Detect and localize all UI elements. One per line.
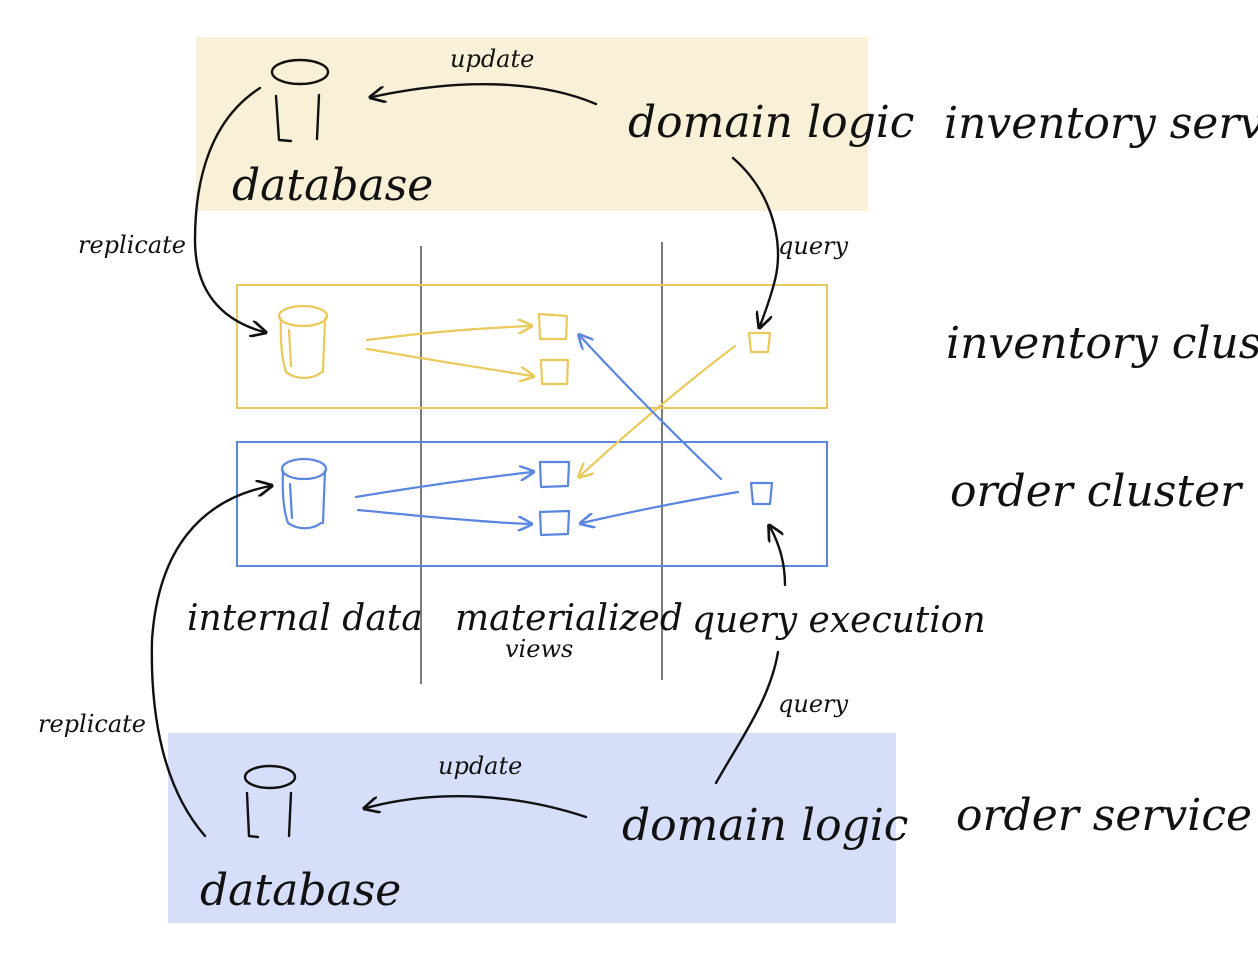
inventory-service-name: inventory service [944,98,1258,149]
query-execution-to-order-query-arrow [770,527,787,587]
inventory-cluster-label: inventory cluster [946,318,1258,369]
inventory-cluster-frame [236,284,828,409]
order-data-to-view-1-arrow [354,472,532,499]
inventory-replicate-label: replicate [78,231,186,259]
inventory-query-to-order-view-arrow [580,344,737,476]
internal-data-column-label: internal data [187,598,423,639]
order-view-icon-2 [538,509,571,537]
query-execution-column-label: query execution [692,600,986,641]
inventory-query-arrow [731,156,780,326]
order-data-to-view-2-arrow [356,508,530,524]
order-cluster-label: order cluster [950,466,1244,517]
order-query-to-order-view-arrow [582,490,740,523]
order-view-icon-1 [538,460,571,489]
order-replicate-arrow [150,486,270,838]
order-query-label: query [778,690,848,718]
order-query-to-inventory-view-arrow [580,336,723,481]
order-update-arrow [366,795,588,819]
order-service-name: order service [956,790,1252,841]
materialized-views-column-label-line1: materialized [455,598,683,639]
order-cluster-frame [236,441,828,567]
inventory-query-label: query [778,232,848,260]
inventory-replicate-arrow [193,86,264,332]
inventory-data-to-view-2-arrow [365,347,532,376]
inventory-update-arrow [372,83,598,106]
order-query-box-icon [749,481,774,506]
inventory-query-box-icon [747,331,772,354]
inventory-view-icon-2 [539,358,570,386]
inventory-update-label: update [450,45,534,73]
inventory-domain-logic-label: domain logic [628,97,914,148]
order-database-icon [243,764,297,839]
inventory-data-to-view-1-arrow [365,326,530,342]
inventory-database-label: database [232,160,433,211]
order-domain-logic-label: domain logic [622,800,908,851]
inventory-view-icon-1 [537,312,569,341]
inventory-replica-database-icon [277,304,329,380]
inventory-database-icon [270,58,330,143]
order-update-label: update [438,752,522,780]
order-replicate-label: replicate [38,710,146,738]
order-query-arrow [714,650,780,785]
order-replica-database-icon [280,457,328,530]
materialized-views-column-label-line2: views [505,635,573,663]
order-database-label: database [200,865,401,916]
